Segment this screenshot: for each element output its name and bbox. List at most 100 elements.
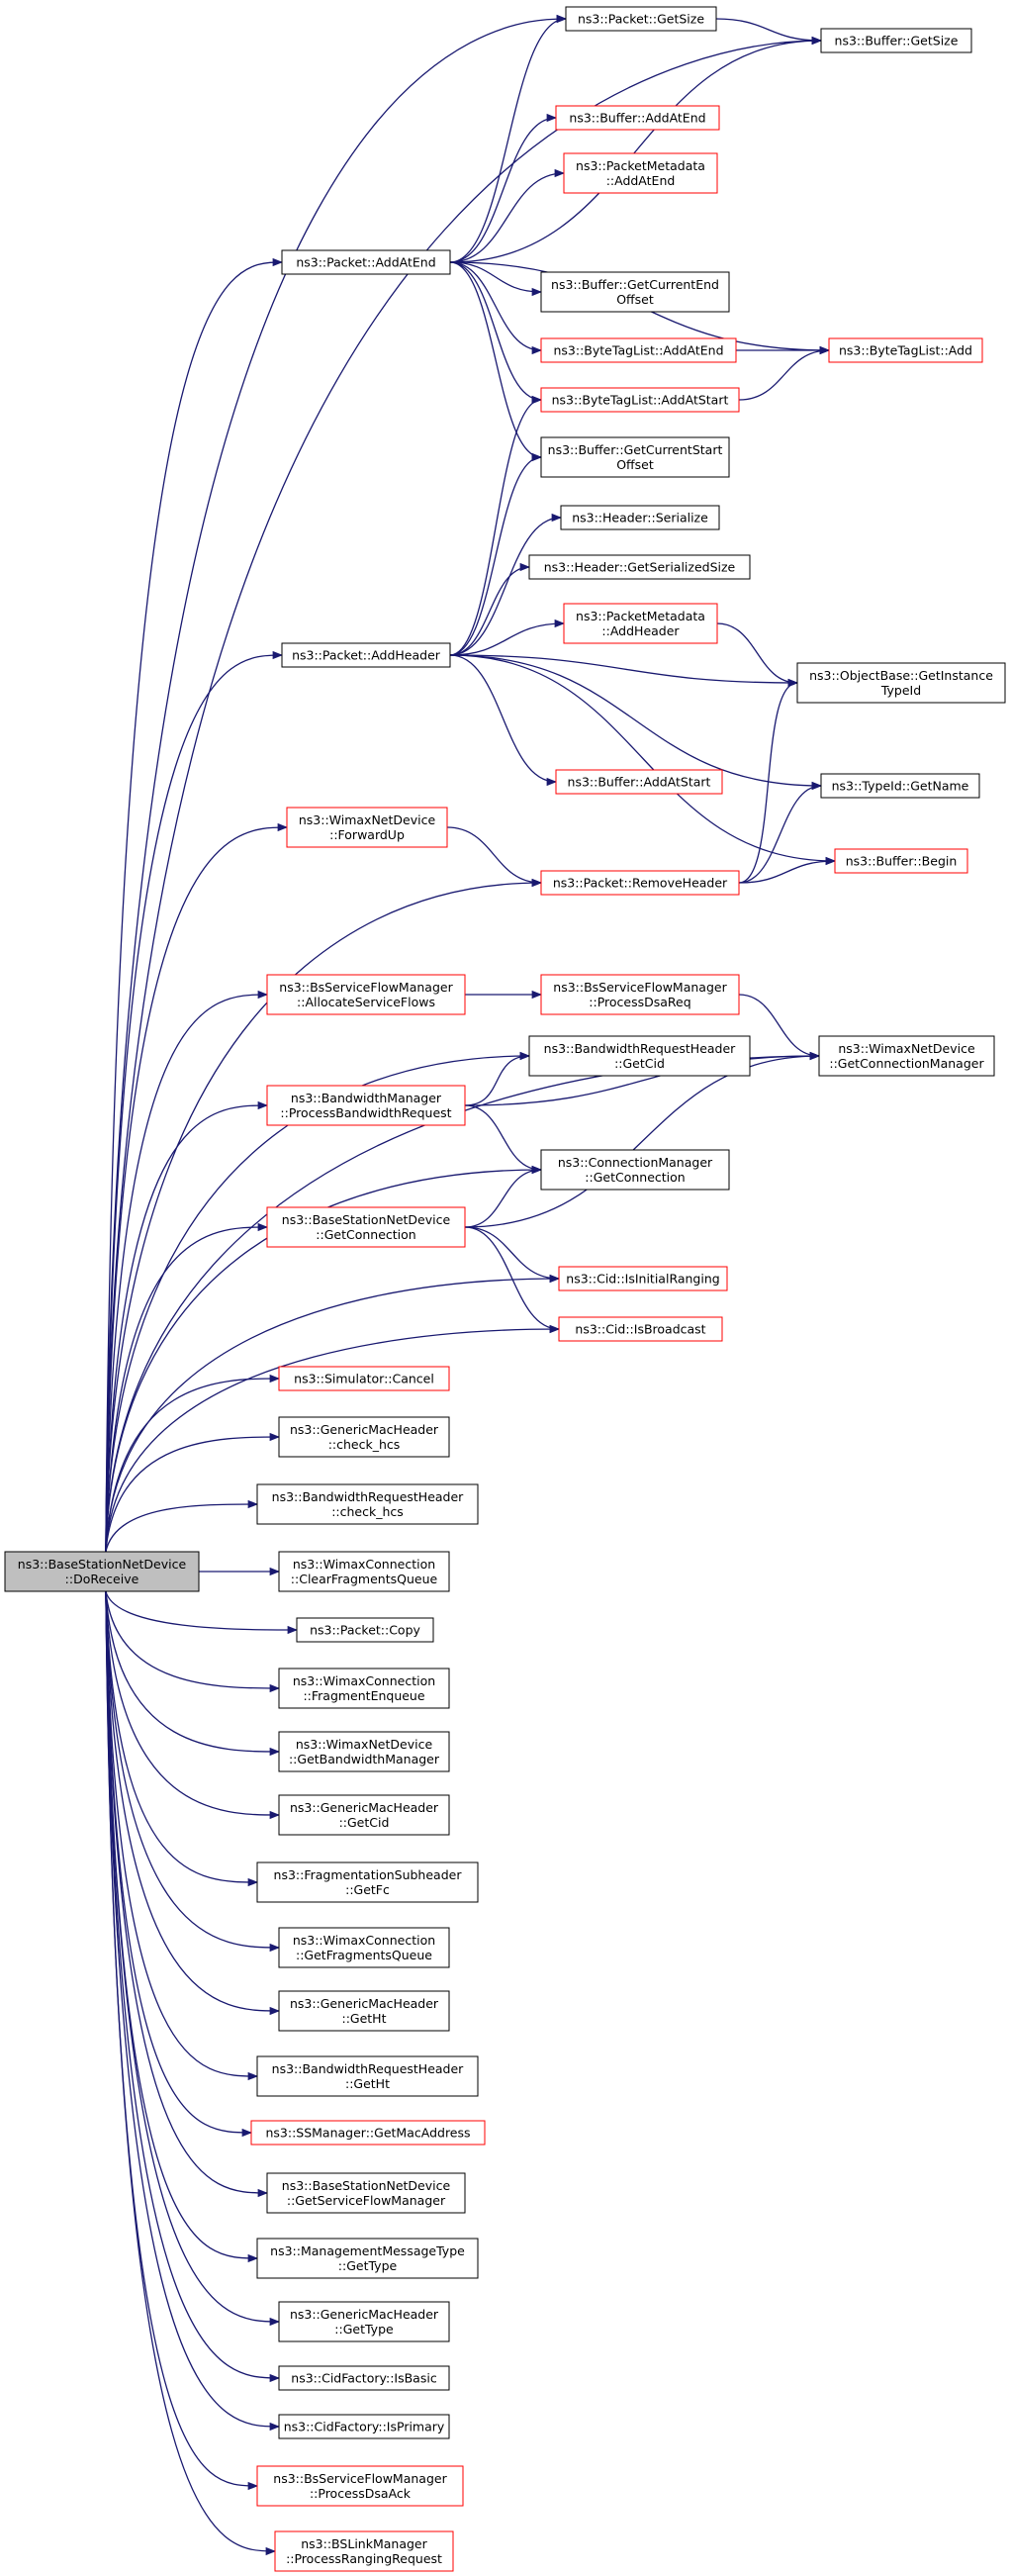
function-node-wnd-forwardup[interactable]: ns3::WimaxNetDevice::ForwardUp <box>286 807 448 848</box>
function-node-root[interactable]: ns3::BaseStationNetDevice::DoReceive <box>4 1551 200 1592</box>
function-node-bsfm-dsaack[interactable]: ns3::BsServiceFlowManager::ProcessDsaAck <box>256 2465 464 2507</box>
node-label-line: ns3::ManagementMessageType <box>270 2243 465 2258</box>
function-node-pkt-addheader[interactable]: ns3::Packet::AddHeader <box>281 642 451 668</box>
call-edge-bsnd_getconn-to-cid_broadcast <box>464 1226 561 1334</box>
node-label-line: ::FragmentEnqueue <box>303 1688 424 1703</box>
call-edge-pkt_addatend-to-btl_addatstart <box>449 261 543 405</box>
function-node-wnd-getconnmgr[interactable]: ns3::WimaxNetDevice::GetConnectionManage… <box>818 1035 995 1077</box>
function-node-mmt-gettype[interactable]: ns3::ManagementMessageType::GetType <box>256 2238 479 2279</box>
function-node-brh-checkhcs[interactable]: ns3::BandwidthRequestHeader::check_hcs <box>256 1483 479 1525</box>
function-node-bslm-procrang[interactable]: ns3::BSLinkManager::ProcessRangingReques… <box>274 2530 454 2572</box>
function-node-pkt-getsize[interactable]: ns3::Packet::GetSize <box>565 6 717 32</box>
node-box <box>820 773 980 799</box>
call-edge-root-to-bsfm_alloc <box>105 990 269 1553</box>
function-node-cid-broadcast[interactable]: ns3::Cid::IsBroadcast <box>558 1316 723 1342</box>
node-box <box>278 1927 450 1968</box>
function-node-bsnd-getconn[interactable]: ns3::BaseStationNetDevice::GetConnection <box>266 1206 466 1248</box>
function-node-hdr-sersize[interactable]: ns3::Header::GetSerializedSize <box>528 554 751 580</box>
node-label-line: ns3::WimaxNetDevice <box>838 1041 975 1056</box>
function-node-btl-add[interactable]: ns3::ByteTagList::Add <box>828 337 983 363</box>
node-label-line: Offset <box>616 457 654 472</box>
node-label-line: ns3::SSManager::GetMacAddress <box>265 2126 470 2141</box>
node-label-line: ::ProcessDsaReq <box>589 995 690 1009</box>
call-edge-pkt_removeheader-to-ob_getinst <box>738 678 799 884</box>
node-label-line: ns3::BsServiceFlowManager <box>553 980 727 995</box>
function-node-buf-addatend[interactable]: ns3::Buffer::AddAtEnd <box>555 105 720 131</box>
function-node-pkt-copy[interactable]: ns3::Packet::Copy <box>296 1617 434 1643</box>
function-node-typeid-getname[interactable]: ns3::TypeId::GetName <box>820 773 980 799</box>
function-node-pkt-removeheader[interactable]: ns3::Packet::RemoveHeader <box>540 870 740 896</box>
node-label-line: ns3::BsServiceFlowManager <box>273 2471 447 2486</box>
call-edge-pkt_addatend-to-pm_addatend <box>449 168 566 263</box>
node-label-line: ::GetServiceFlowManager <box>287 2193 446 2208</box>
node-box <box>256 1861 479 1903</box>
function-node-ssm-getmac[interactable]: ns3::SSManager::GetMacAddress <box>250 2120 486 2146</box>
function-node-buf-begin[interactable]: ns3::Buffer::Begin <box>834 848 968 874</box>
function-node-bsnd-getsfm[interactable]: ns3::BaseStationNetDevice::GetServiceFlo… <box>266 2172 466 2214</box>
function-node-wnd-getbwmgr[interactable]: ns3::WimaxNetDevice::GetBandwidthManager <box>278 1731 450 1772</box>
call-edges <box>105 14 837 2556</box>
node-box <box>563 603 718 644</box>
node-label-line: ns3::BSLinkManager <box>301 2536 427 2551</box>
function-node-gmh-gettype[interactable]: ns3::GenericMacHeader::GetType <box>278 2301 450 2342</box>
node-box <box>296 1617 434 1643</box>
node-box <box>278 2301 450 2342</box>
function-node-cidf-isbasic[interactable]: ns3::CidFactory::IsBasic <box>278 2365 450 2391</box>
function-node-bsfm-dsareq[interactable]: ns3::BsServiceFlowManager::ProcessDsaReq <box>540 974 740 1015</box>
call-edge-pkt_addatend-to-buf_addatend <box>449 113 558 263</box>
function-node-gmh-checkhcs[interactable]: ns3::GenericMacHeader::check_hcs <box>278 1416 450 1458</box>
function-node-btl-addatend[interactable]: ns3::ByteTagList::AddAtEnd <box>540 337 737 363</box>
node-box <box>256 2465 464 2507</box>
node-box <box>278 2365 450 2391</box>
function-node-wc-getfragq[interactable]: ns3::WimaxConnection::GetFragmentsQueue <box>278 1927 450 1968</box>
call-edge-pkt_addheader-to-ob_getinst <box>449 654 799 688</box>
call-edge-root-to-pkt_addatend <box>105 257 284 1553</box>
function-node-gmh-getcid[interactable]: ns3::GenericMacHeader::GetCid <box>278 1794 450 1836</box>
node-label-line: ns3::GenericMacHeader <box>290 2307 439 2322</box>
node-label-line: ns3::GenericMacHeader <box>290 1800 439 1815</box>
call-edge-root-to-wnd_forwardup <box>105 822 289 1553</box>
function-node-cm-getconn[interactable]: ns3::ConnectionManager::GetConnection <box>540 1149 730 1191</box>
function-node-buf-getsize[interactable]: ns3::Buffer::GetSize <box>820 28 972 53</box>
node-label-line: ns3::Packet::RemoveHeader <box>553 876 728 891</box>
node-box <box>563 152 718 194</box>
call-edge-pkt_addheader-to-typeid_getname <box>449 654 823 791</box>
node-box <box>555 769 723 795</box>
function-node-wc-clearfrag[interactable]: ns3::WimaxConnection::ClearFragmentsQueu… <box>278 1551 450 1592</box>
function-node-sim-cancel[interactable]: ns3::Simulator::Cancel <box>278 1366 450 1391</box>
call-edge-root-to-gmh_getht <box>105 1590 281 2016</box>
node-label-line: ::AllocateServiceFlows <box>297 995 435 1009</box>
node-box <box>540 337 737 363</box>
node-label-line: ns3::Cid::IsBroadcast <box>575 1322 705 1337</box>
node-box <box>278 1794 450 1836</box>
function-node-btl-addatstart[interactable]: ns3::ByteTagList::AddAtStart <box>540 387 740 413</box>
node-label-line: ns3::ByteTagList::AddAtEnd <box>554 343 724 358</box>
function-node-pm-addheader[interactable]: ns3::PacketMetadata::AddHeader <box>563 603 718 644</box>
function-node-bsfm-alloc[interactable]: ns3::BsServiceFlowManager::AllocateServi… <box>266 974 466 1015</box>
node-box <box>266 1206 466 1248</box>
function-node-pm-addatend[interactable]: ns3::PacketMetadata::AddAtEnd <box>563 152 718 194</box>
function-node-wc-fragenq[interactable]: ns3::WimaxConnection::FragmentEnqueue <box>278 1668 450 1709</box>
function-node-buf-addatstart[interactable]: ns3::Buffer::AddAtStart <box>555 769 723 795</box>
function-node-hdr-serialize[interactable]: ns3::Header::Serialize <box>560 505 720 530</box>
function-node-cid-initranging[interactable]: ns3::Cid::IsInitialRanging <box>558 1266 728 1291</box>
function-node-pkt-addatend[interactable]: ns3::Packet::AddAtEnd <box>281 249 451 275</box>
call-edge-root-to-pkt_getsize <box>105 14 568 1553</box>
function-node-bwm-procbwreq[interactable]: ns3::BandwidthManager::ProcessBandwidthR… <box>266 1085 466 1126</box>
node-box <box>266 1085 466 1126</box>
node-label-line: ns3::GenericMacHeader <box>290 1996 439 2011</box>
node-label-line: ns3::GenericMacHeader <box>290 1422 439 1437</box>
function-node-brh-getcid[interactable]: ns3::BandwidthRequestHeader::GetCid <box>528 1035 751 1077</box>
node-box <box>286 807 448 848</box>
node-box <box>540 1149 730 1191</box>
node-label-line: ns3::BaseStationNetDevice <box>18 1557 187 1572</box>
node-label-line: ::GetHt <box>341 2011 386 2026</box>
function-node-brh-getht[interactable]: ns3::BandwidthRequestHeader::GetHt <box>256 2055 479 2097</box>
function-node-cidf-isprimary[interactable]: ns3::CidFactory::IsPrimary <box>278 2414 450 2439</box>
node-label-line: ::ForwardUp <box>329 827 405 842</box>
function-node-fsh-getfc[interactable]: ns3::FragmentationSubheader::GetFc <box>256 1861 479 1903</box>
function-node-gmh-getht[interactable]: ns3::GenericMacHeader::GetHt <box>278 1990 450 2032</box>
